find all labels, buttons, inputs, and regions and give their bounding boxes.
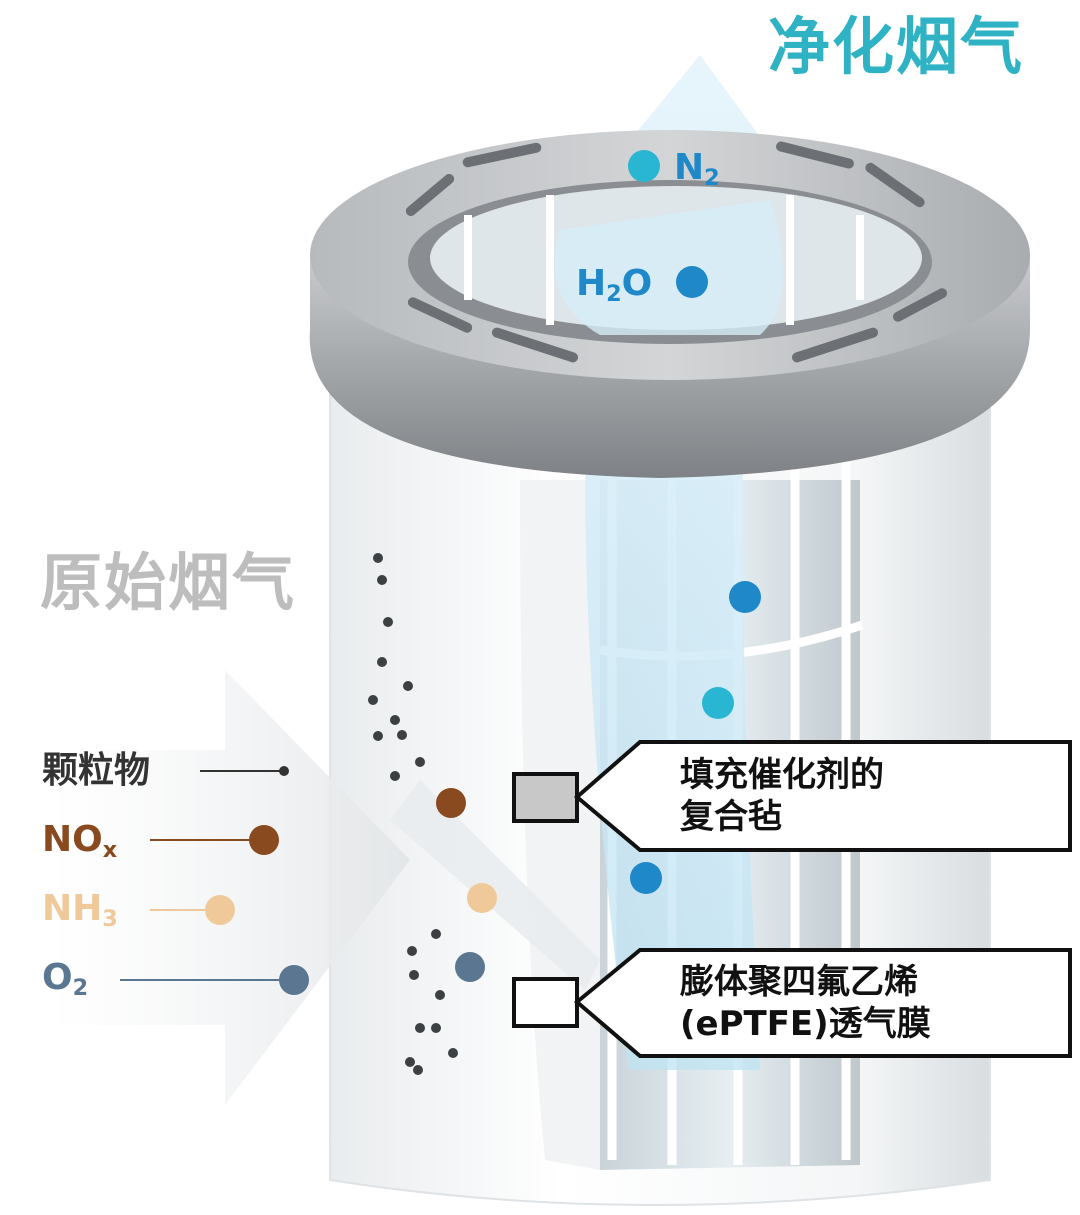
legend-o2: O2 [42,957,89,1002]
n2-molecule [628,150,660,182]
callout-catalyst-felt-text: 填充催化剂的 复合毡 [680,754,884,838]
particles [368,553,458,1075]
o2-molecule [455,952,485,982]
h2o-molecule [676,266,708,298]
nh3-molecule [467,883,497,913]
callout-line: (ePTFE)透气膜 [680,1004,931,1044]
legend-particulates: 颗粒物 [42,750,151,791]
flow-molecule [630,862,662,894]
nox-molecule [436,788,466,818]
n2-label: N2 [674,147,720,192]
callout-eptfe-membrane [512,948,1072,1058]
callout-line: 复合毡 [680,797,782,837]
clean-gas-title: 净化烟气 [768,10,1025,83]
legend-graphics [120,766,309,995]
raw-gas-title: 原始烟气 [40,546,297,619]
flow-molecule [729,581,761,613]
raw-gas-arrow [50,670,600,1105]
callout-eptfe-membrane-text: 膨体聚四氟乙烯 (ePTFE)透气膜 [680,961,931,1045]
callout-line: 膨体聚四氟乙烯 [680,962,918,1002]
legend-nox: NOx [42,819,118,864]
filter-cap [309,130,1030,478]
h2o-label: H2O [576,263,653,308]
legend-nh3: NH3 [42,888,118,933]
callout-catalyst-felt [512,740,1072,852]
flow-molecule [702,687,734,719]
callout-line: 填充催化剂的 [680,755,884,795]
